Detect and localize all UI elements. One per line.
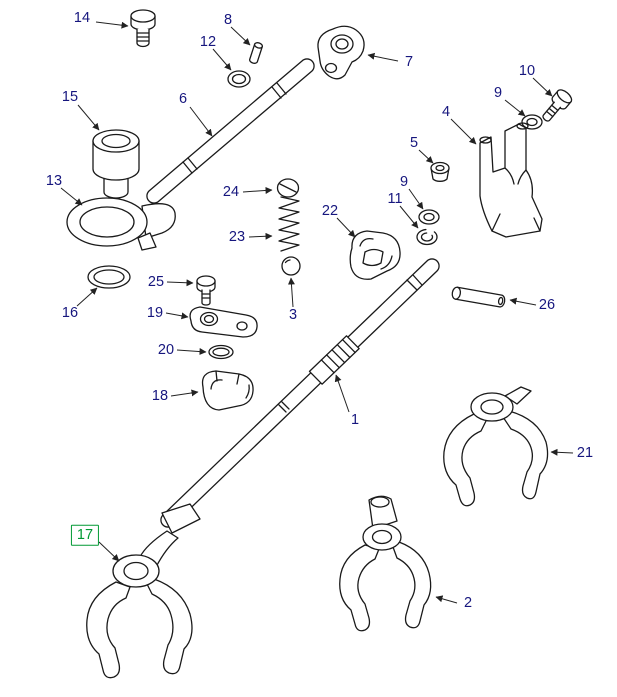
- part-label-19[interactable]: 19: [146, 304, 164, 321]
- part-23-detent-spring: [278, 196, 300, 252]
- leader-13: [60, 187, 83, 206]
- leader-22: [336, 217, 356, 238]
- part-24-detent-screw: [276, 178, 300, 198]
- part-label-12[interactable]: 12: [199, 33, 217, 50]
- leader-8: [230, 26, 251, 46]
- part-6-selector-shaft-upper: [146, 58, 315, 204]
- part-4-selector-jaw: [479, 122, 543, 238]
- part-label-11[interactable]: 11: [387, 190, 403, 207]
- leader-5: [418, 149, 434, 164]
- leader-20: [176, 348, 207, 356]
- part-label-25[interactable]: 25: [147, 273, 165, 290]
- part-25-bolt: [196, 275, 216, 306]
- part-label-18[interactable]: 18: [151, 387, 169, 404]
- part-18-clamp: [201, 370, 254, 411]
- leader-17: [98, 541, 120, 562]
- part-label-21[interactable]: 21: [576, 444, 594, 461]
- part-9-washer-lower: [418, 209, 440, 225]
- part-11-circlip: [416, 228, 438, 246]
- part-12-seal-ring: [227, 70, 251, 88]
- leader-9-upper: [504, 99, 526, 117]
- part-20-o-ring: [208, 344, 234, 360]
- part-13-housing: [66, 197, 176, 251]
- part-label-2[interactable]: 2: [463, 594, 473, 611]
- part-8-pin: [249, 42, 264, 64]
- part-label-22[interactable]: 22: [321, 202, 339, 219]
- part-15-bush: [92, 129, 140, 199]
- part-label-13[interactable]: 13: [45, 172, 63, 189]
- part-label-17[interactable]: 17: [70, 524, 100, 546]
- parts-artwork: [66, 9, 573, 679]
- leader-12: [212, 48, 232, 71]
- part-label-9-upper[interactable]: 9: [493, 84, 503, 101]
- part-label-4[interactable]: 4: [441, 103, 451, 120]
- part-label-26[interactable]: 26: [538, 296, 556, 313]
- leader-9-lower: [408, 188, 424, 210]
- part-22-selector-clamp: [349, 230, 401, 280]
- part-label-6[interactable]: 6: [178, 90, 188, 107]
- part-26-roll-pin: [451, 286, 506, 308]
- leader-4: [450, 118, 477, 145]
- leader-21: [550, 448, 574, 456]
- leader-14: [95, 21, 129, 29]
- leader-16: [76, 287, 98, 307]
- part-label-24[interactable]: 24: [222, 183, 240, 200]
- part-16-snap-ring: [87, 265, 131, 289]
- part-2-selector-fork: [339, 495, 432, 632]
- part-9-washer-upper: [521, 114, 543, 130]
- part-label-23[interactable]: 23: [228, 228, 246, 245]
- leader-15: [77, 104, 100, 131]
- leader-1: [334, 374, 350, 413]
- part-label-5[interactable]: 5: [409, 134, 419, 151]
- part-3-detent-ball: [281, 256, 301, 276]
- part-21-selector-fork: [443, 386, 549, 507]
- leader-18: [170, 389, 199, 397]
- part-label-20[interactable]: 20: [157, 341, 175, 358]
- part-label-1[interactable]: 1: [350, 411, 360, 428]
- leader-19: [165, 312, 189, 320]
- leader-lines: [60, 21, 574, 604]
- leader-2: [435, 595, 458, 604]
- leader-10: [532, 77, 553, 97]
- part-label-15[interactable]: 15: [61, 88, 79, 105]
- part-14-plug: [130, 9, 156, 48]
- leader-24: [242, 186, 273, 194]
- part-7-shaft-yoke: [317, 25, 365, 80]
- leader-7: [367, 52, 399, 62]
- leader-25: [166, 279, 194, 287]
- part-label-8[interactable]: 8: [223, 11, 233, 28]
- part-5-bush: [430, 161, 450, 182]
- part-label-9-lower[interactable]: 9: [399, 173, 409, 190]
- leader-11: [399, 205, 419, 229]
- part-10-bolt: [542, 89, 573, 122]
- part-17-selector-fork: [86, 503, 201, 679]
- part-label-16[interactable]: 16: [61, 304, 79, 321]
- part-label-3[interactable]: 3: [288, 306, 298, 323]
- part-label-10[interactable]: 10: [518, 62, 536, 79]
- leader-6: [189, 106, 213, 137]
- part-label-7[interactable]: 7: [404, 53, 414, 70]
- leader-26: [509, 297, 537, 306]
- leader-23: [248, 232, 273, 240]
- leader-3: [287, 277, 295, 308]
- part-label-14[interactable]: 14: [73, 9, 91, 26]
- part-19-lever-plate: [189, 306, 258, 338]
